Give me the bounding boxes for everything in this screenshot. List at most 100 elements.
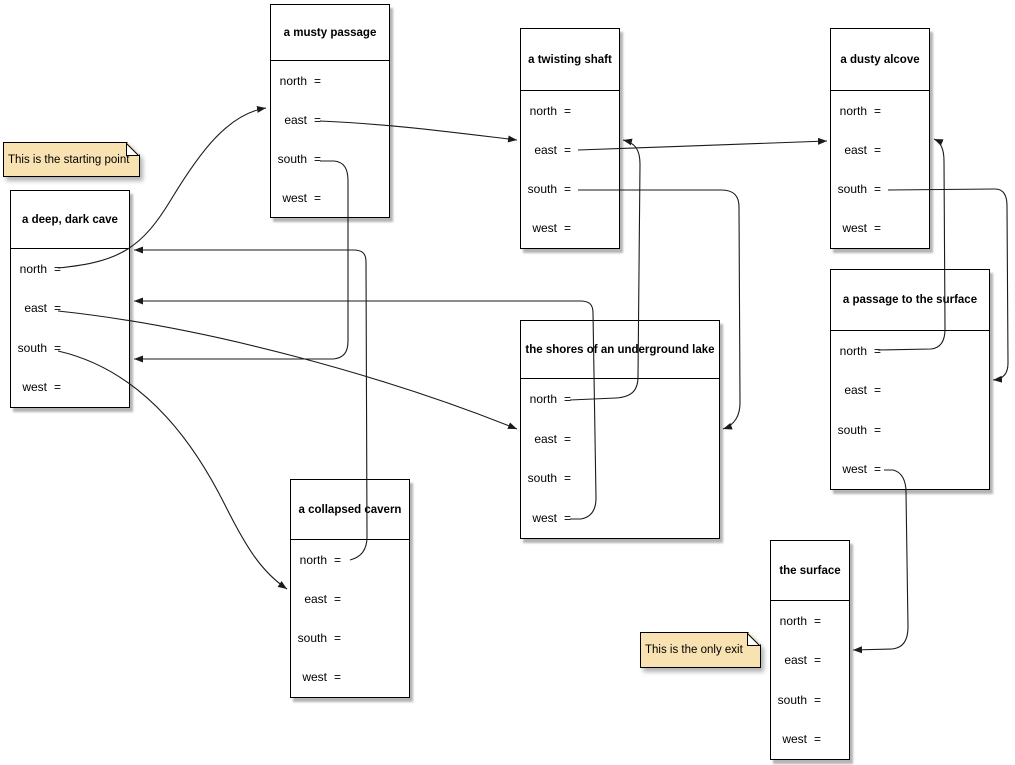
exit-row-north: north= [831, 331, 989, 371]
exit-label: east [844, 142, 867, 157]
room-title: a dusty alcove [840, 53, 920, 66]
room-header: the surface [771, 541, 849, 601]
exit-row-west: west= [291, 658, 409, 697]
exit-row-north: north= [521, 91, 619, 130]
edge-a-passage-to-the-surface-westto-the-surface[interactable] [852, 469, 909, 654]
equals-sign: = [334, 552, 342, 567]
room-exits: north=east=south=west= [11, 249, 129, 407]
exit-label: west [842, 221, 867, 236]
room-a-musty-passage[interactable]: a musty passage north=east=south=west= [270, 4, 390, 218]
room-title: a musty passage [283, 26, 377, 39]
exit-row-east: east = [831, 371, 989, 411]
room-exits: north = east = south = west= [521, 379, 719, 538]
exit-row-east: east= [771, 641, 849, 681]
exit-label: north [529, 103, 557, 118]
exit-label: east [534, 142, 557, 157]
exit-label: west [532, 511, 557, 526]
equals-sign: = [314, 112, 322, 127]
equals-sign: = [564, 221, 572, 236]
equals-sign: = [874, 462, 882, 477]
equals-sign: = [334, 631, 342, 646]
exit-label: east [784, 653, 807, 668]
room-title: the surface [779, 564, 841, 577]
equals-sign: = [54, 340, 62, 355]
room-exits: north = east= south = west= [291, 540, 409, 697]
room-a-passage-to-the-surface[interactable]: a passage to the surface north= east = sout… [830, 269, 990, 490]
exit-label: south [527, 182, 557, 197]
room-exits: north=east=south=west= [831, 91, 929, 248]
room-header: the shores of an underground lake [521, 321, 719, 379]
room-header: a deep, dark cave [11, 191, 129, 249]
room-exits: north=east=south=west= [521, 91, 619, 248]
note-starting-point[interactable]: This is the starting point [3, 142, 140, 177]
equals-sign: = [54, 301, 62, 316]
equals-sign: = [874, 343, 882, 358]
room-a-deep-dark-cave[interactable]: a deep, dark cave north=east=south=west= [10, 190, 130, 408]
exit-row-north: north = [271, 61, 389, 100]
exit-label: north [299, 552, 327, 567]
exit-label: west [282, 190, 307, 205]
exit-row-east: east= [11, 289, 129, 329]
equals-sign: = [314, 190, 322, 205]
exit-row-west: west= [521, 209, 619, 248]
exit-row-west: west = [11, 368, 129, 408]
exit-row-west: west= [831, 450, 989, 490]
equals-sign: = [874, 142, 882, 157]
exit-label: south [837, 182, 867, 197]
exit-label: east [304, 591, 327, 606]
room-a-twisting-shaft[interactable]: a twisting shaft north=east=south=west= [520, 28, 620, 249]
room-shores-of-underground-lake[interactable]: the shores of an underground lake north =… [520, 320, 720, 539]
exit-row-south: south = [521, 170, 619, 209]
exit-row-east: east= [521, 130, 619, 169]
equals-sign: = [564, 431, 572, 446]
note-fold-icon [747, 633, 760, 646]
exit-row-south: south= [831, 410, 989, 450]
room-a-collapsed-cavern[interactable]: a collapsed cavern north = east= south = west… [290, 479, 410, 698]
equals-sign: = [564, 471, 572, 486]
exit-label: north [529, 391, 557, 406]
exit-row-south: south = [521, 459, 719, 499]
room-exits: north= east = south=west= [831, 331, 989, 489]
room-title: a collapsed cavern [298, 503, 402, 516]
equals-sign: = [314, 73, 322, 88]
equals-sign: = [814, 692, 822, 707]
exit-label: west [782, 732, 807, 747]
exit-label: north [279, 73, 307, 88]
exit-label: north [779, 613, 807, 628]
exit-label: south [777, 692, 807, 707]
note-text: This is the starting point [8, 153, 130, 166]
exit-row-west: west = [271, 178, 389, 217]
exit-row-west: west= [521, 498, 719, 538]
exit-label: east [844, 383, 867, 398]
exit-label: south [297, 631, 327, 646]
note-text: This is the only exit [645, 644, 743, 656]
room-title: a passage to the surface [842, 294, 978, 306]
equals-sign: = [814, 732, 822, 747]
room-the-surface[interactable]: the surface north = east= south = west = [770, 540, 850, 760]
exit-label: east [534, 431, 557, 446]
exit-row-west: west = [771, 720, 849, 760]
room-header: a twisting shaft [521, 29, 619, 91]
equals-sign: = [874, 182, 882, 197]
equals-sign: = [874, 383, 882, 398]
equals-sign: = [54, 380, 62, 395]
exit-row-east: east= [271, 100, 389, 139]
exit-row-north: north = [521, 379, 719, 419]
room-title: a twisting shaft [528, 53, 612, 66]
equals-sign: = [874, 221, 882, 236]
equals-sign: = [814, 613, 822, 628]
exit-label: west [22, 380, 47, 395]
exit-row-east: east= [291, 579, 409, 618]
room-a-dusty-alcove[interactable]: a dusty alcove north=east=south=west= [830, 28, 930, 249]
equals-sign: = [564, 182, 572, 197]
exit-label: south [527, 471, 557, 486]
exit-row-east: east = [831, 130, 929, 169]
equals-sign: = [564, 391, 572, 406]
exit-row-south: south = [291, 619, 409, 658]
room-header: a passage to the surface [831, 270, 989, 331]
room-exits: north = east= south = west = [771, 601, 849, 759]
room-title: a deep, dark cave [22, 213, 118, 226]
note-only-exit[interactable]: This is the only exit [640, 632, 761, 668]
exit-label: north [839, 103, 867, 118]
